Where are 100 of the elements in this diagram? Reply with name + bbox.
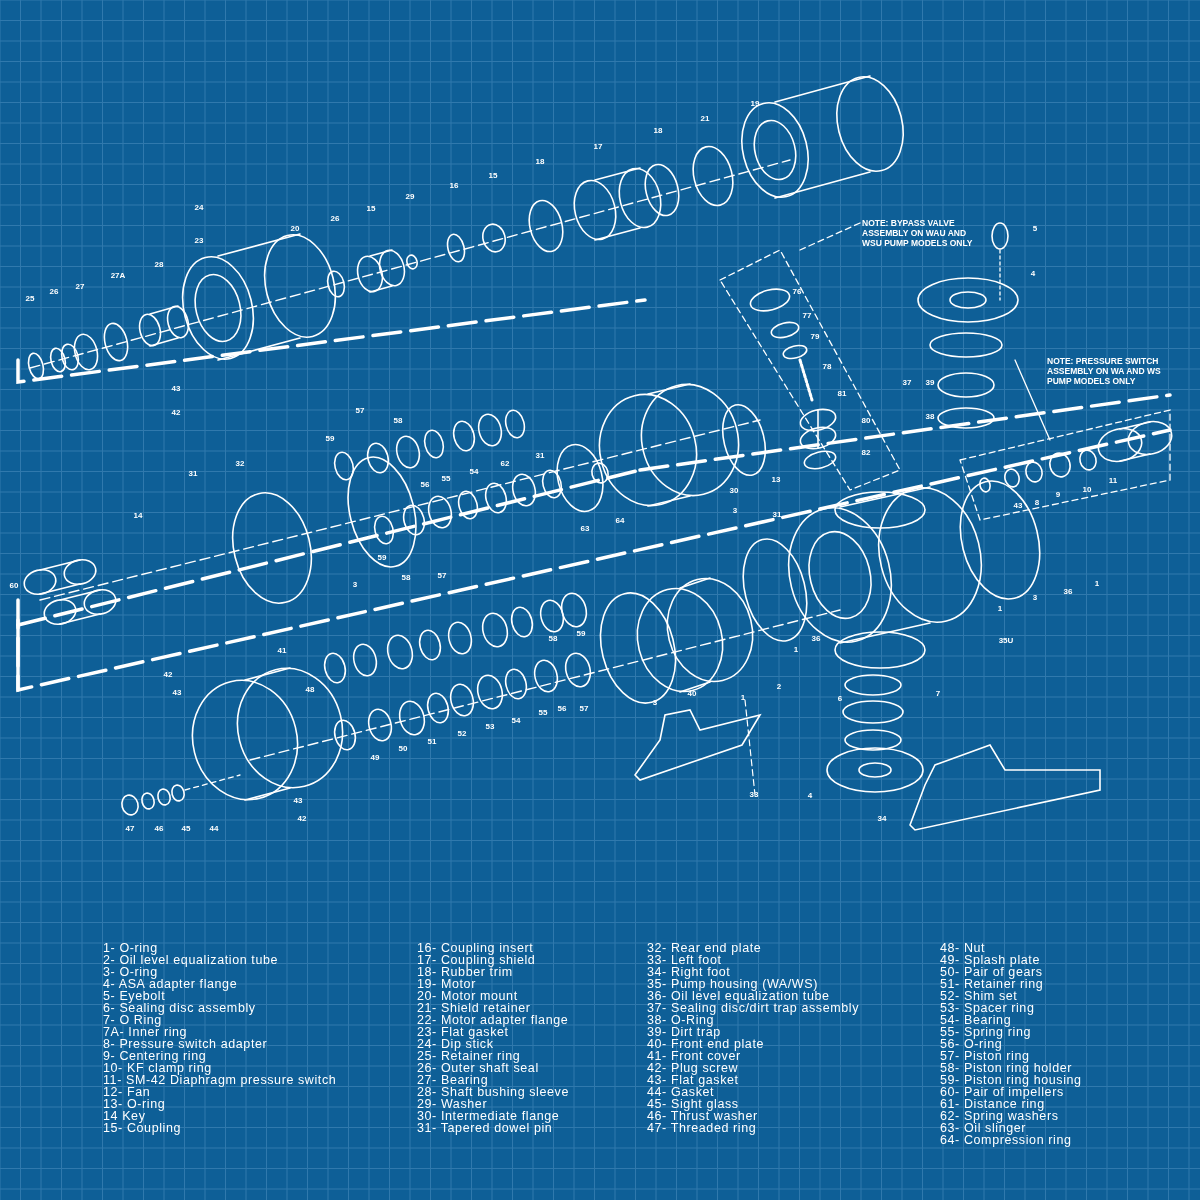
callout-number: 6 (837, 693, 843, 703)
parts-list-entry: 35- Pump housing (WA/WS) (647, 978, 818, 990)
parts-list-entry: 11- SM-42 Diaphragm pressure switch (103, 1074, 337, 1086)
callout-number: 1 (793, 644, 799, 654)
callout-number: 55 (441, 473, 451, 483)
parts-list-entry: 39- Dirt trap (647, 1026, 721, 1038)
callout-number: 30 (729, 485, 739, 495)
callout-number: 1 (740, 692, 746, 702)
callout-number: 51 (427, 736, 437, 746)
callout-number: 15 (488, 170, 498, 180)
callout-number: 31 (772, 509, 782, 519)
callout-number: 19 (750, 98, 760, 108)
parts-list-entry: 3- O-ring (103, 966, 158, 978)
callout-number: 34 (877, 813, 887, 823)
parts-list-entry: 58- Piston ring holder (940, 1062, 1073, 1074)
callout-number: 40 (687, 688, 697, 698)
parts-list-entry: 57- Piston ring (940, 1050, 1030, 1062)
callout-number: 14 (133, 510, 143, 520)
callout-number: 43 (172, 687, 182, 697)
callout-number: 3 (352, 579, 358, 589)
parts-list-entry: 1- O-ring (103, 942, 158, 954)
callout-number: 78 (822, 361, 832, 371)
callout-number: 76 (792, 286, 802, 296)
parts-list-entry: 10- KF clamp ring (103, 1062, 212, 1074)
parts-list-entry: 33- Left foot (647, 954, 722, 966)
callout-number: 39 (925, 377, 935, 387)
parts-list-entry: 21- Shield retainer (417, 1002, 531, 1014)
parts-list-entry: 19- Motor (417, 978, 476, 990)
callout-number: 27A (110, 270, 126, 280)
callout-number: 31 (188, 468, 198, 478)
callout-number: 57 (355, 405, 365, 415)
callout-number: 81 (837, 388, 847, 398)
parts-list-entry: 7A- Inner ring (103, 1026, 188, 1038)
callout-number: 4 (807, 790, 813, 800)
callout-number: 79 (810, 331, 820, 341)
callout-number: 18 (535, 156, 545, 166)
callout-number: 62 (500, 458, 510, 468)
callout-number: 59 (377, 552, 387, 562)
parts-list-entry: 30- Intermediate flange (417, 1110, 560, 1122)
callout-number: 80 (861, 415, 871, 425)
parts-list-entry: 13- O-ring (103, 1098, 166, 1110)
parts-list-entry: 27- Bearing (417, 1074, 489, 1086)
callout-number: 24 (194, 202, 204, 212)
callout-number: 58 (548, 633, 558, 643)
callout-number: 82 (861, 447, 871, 457)
callout-number: 4 (1030, 268, 1036, 278)
parts-list-entry: 48- Nut (940, 942, 986, 954)
parts-list-entry: 43- Flat gasket (647, 1074, 739, 1086)
callout-number: 77 (802, 310, 812, 320)
callout-number: 49 (370, 752, 380, 762)
callout-number: 2 (776, 681, 782, 691)
parts-list-entry: 24- Dip stick (417, 1038, 494, 1050)
callout-number: 54 (469, 466, 479, 476)
callout-number: 21 (700, 113, 710, 123)
callout-number: 59 (576, 628, 586, 638)
parts-list-entry: 8- Pressure switch adapter (103, 1038, 268, 1050)
parts-list-entry: 18- Rubber trim (417, 966, 513, 978)
callout-number: 48 (305, 684, 315, 694)
callout-number: 32 (235, 458, 245, 468)
parts-list-entry: 6- Sealing disc assembly (103, 1002, 256, 1014)
parts-list-entry: 60- Pair of impellers (940, 1086, 1064, 1098)
parts-list-entry: 5- Eyebolt (103, 990, 166, 1002)
callout-number: 9 (1055, 489, 1061, 499)
callout-number: 43 (293, 795, 303, 805)
parts-list-entry: 62- Spring washers (940, 1110, 1059, 1122)
parts-list-entry: 20- Motor mount (417, 990, 518, 1002)
parts-list-entry: 41- Front cover (647, 1050, 741, 1062)
parts-list-entry: 4- ASA adapter flange (103, 978, 238, 990)
callout-number: 60 (9, 580, 19, 590)
callout-number: 3 (732, 505, 738, 515)
callout-number: 57 (437, 570, 447, 580)
callout-number: 13 (771, 474, 781, 484)
parts-list-entry: 38- O-Ring (647, 1014, 715, 1026)
callout-number: 56 (557, 703, 567, 713)
callout-number: 3 (652, 697, 658, 707)
parts-list-entry: 12- Fan (103, 1086, 151, 1098)
parts-list-entry: 31- Tapered dowel pin (417, 1122, 553, 1134)
parts-list-entry: 44- Gasket (647, 1086, 715, 1098)
callout-number: 43 (1013, 500, 1023, 510)
callout-number: 1 (997, 603, 1003, 613)
parts-list-entry: 34- Right foot (647, 966, 731, 978)
parts-list-entry: 61- Distance ring (940, 1098, 1045, 1110)
callout-number: 45 (181, 823, 191, 833)
parts-list-entry: 15- Coupling (103, 1122, 182, 1134)
parts-list-entry: 53- Spacer ring (940, 1002, 1035, 1014)
parts-list-entry: 52- Shim set (940, 990, 1018, 1002)
callout-number: 53 (485, 721, 495, 731)
parts-list-entry: 17- Coupling shield (417, 954, 536, 966)
callout-number: 33 (749, 789, 759, 799)
parts-list-entry: 47- Threaded ring (647, 1122, 757, 1134)
parts-list-entry: 7- O Ring (103, 1014, 162, 1026)
parts-list-entry: 55- Spring ring (940, 1026, 1031, 1038)
note-text: NOTE: BYPASS VALVE ASSEMBLY ON WAU AND WSU PUMP MODELS ONLY (862, 218, 974, 248)
callout-number: 26 (49, 286, 59, 296)
callout-number: 3 (1032, 592, 1038, 602)
callout-number: 58 (401, 572, 411, 582)
callout-number: 23 (194, 235, 204, 245)
callout-number: 44 (209, 823, 219, 833)
parts-list-entry: 22- Motor adapter flange (417, 1014, 569, 1026)
callout-number: 63 (580, 523, 590, 533)
